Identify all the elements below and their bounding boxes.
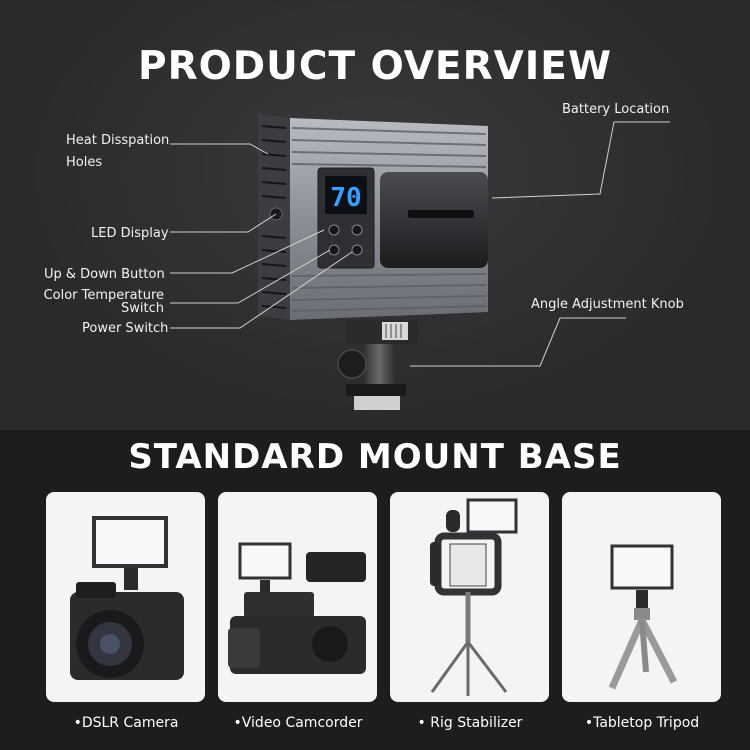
caption-tabletop-tripod: •Tabletop Tripod [584,715,700,731]
overview-title: PRODUCT OVERVIEW [138,44,612,89]
mount-card-camcorder [218,492,377,702]
led-display-digits: 70 [330,183,361,213]
label-led-display: LED Display [91,226,169,241]
up-button-icon [328,224,340,236]
label-color-temperature: Color Temperature [43,288,164,303]
camcorder-setup-illustration [228,542,366,674]
callout-lines [170,121,670,367]
angle-knob-icon [337,349,367,379]
mount-card-dslr [46,492,205,702]
rig-stabilizer-illustration [430,498,518,696]
label-up-down-button: Up & Down Button [44,267,165,282]
label-color-temperature-line2: Switch [121,301,164,316]
caption-dslr-camera: •DSLR Camera [73,715,179,731]
led-display-screen [325,176,367,214]
label-heat-dissipation: Heat Disspation [66,133,170,148]
label-battery-location: Battery Location [562,102,670,117]
led-light-illustration: 70 [170,114,670,410]
caption-video-camcorder: •Video Camcorder [233,715,363,731]
ball-head-mount [337,320,418,410]
mount-title: STANDARD MOUNT BASE [128,437,622,477]
mount-card-tripod [562,492,721,702]
battery-pack [380,172,488,268]
caption-rig-stabilizer: • Rig Stabilizer [417,715,523,731]
tabletop-tripod-illustration [608,544,678,690]
label-angle-adjustment-knob: Angle Adjustment Knob [531,297,684,312]
down-button-icon [351,224,363,236]
dslr-setup-illustration [70,516,184,680]
label-heat-dissipation-line2: Holes [66,155,103,170]
mount-card-rig [390,492,549,702]
cooling-fins [291,127,487,312]
color-temp-button-icon [328,244,340,256]
heat-dissipation-holes [261,125,287,309]
battery-slot [408,210,474,218]
label-power-switch: Power Switch [82,321,169,336]
power-button-icon [351,244,363,256]
